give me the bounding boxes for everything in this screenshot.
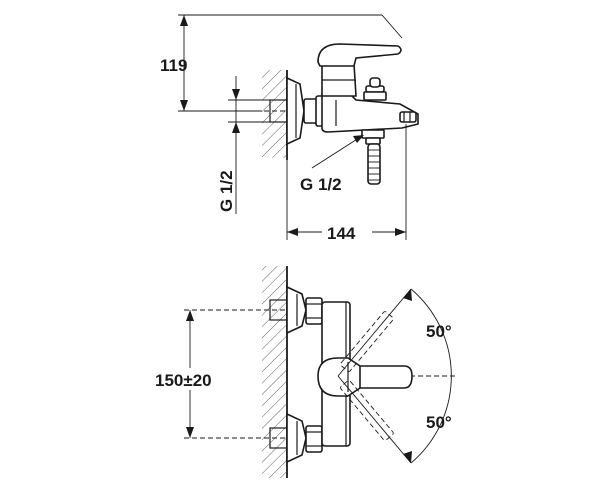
spout-top xyxy=(343,365,413,389)
dim-150-label: 150±20 xyxy=(155,371,212,390)
lever-handle-side xyxy=(317,43,402,67)
wall-hatch-bottom xyxy=(262,266,286,478)
dim-119-label: 119 xyxy=(160,56,187,75)
dim-150: 150±20 xyxy=(152,310,236,438)
swing-arc xyxy=(410,288,452,464)
dim-thread-outlet-label: G 1/2 xyxy=(300,175,342,194)
shower-hose xyxy=(367,143,381,185)
wall-hatch-top xyxy=(262,70,286,158)
dim-thread-vertical: G 1/2 xyxy=(217,76,270,214)
faucet-body-side xyxy=(321,93,419,133)
dim-144: 144 xyxy=(286,124,407,243)
dim-thread-vertical-label: G 1/2 xyxy=(217,170,236,212)
top-view: 50° 50° 150±20 xyxy=(152,266,458,478)
dim-119: 119 xyxy=(160,14,403,112)
side-view: 119 G 1/2 G 1/2 144 xyxy=(160,14,419,243)
angle-upper-label: 50° xyxy=(426,322,452,341)
angle-lower-label: 50° xyxy=(426,413,452,432)
dim-144-label: 144 xyxy=(327,224,356,243)
dim-thread-outlet: G 1/2 xyxy=(300,135,364,194)
